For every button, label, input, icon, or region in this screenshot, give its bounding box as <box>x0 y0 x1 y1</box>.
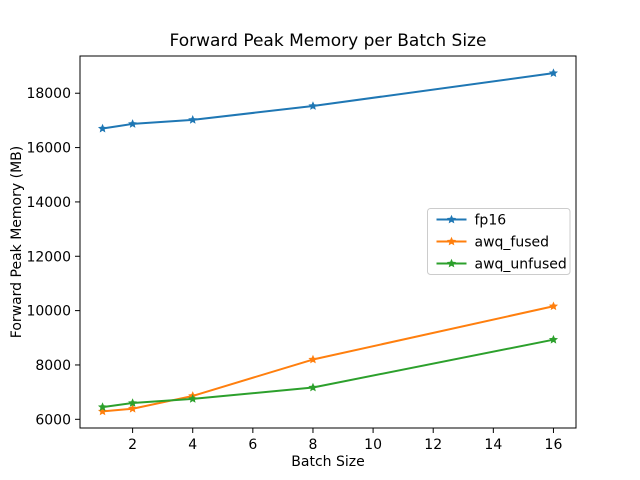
star-marker <box>548 334 559 344</box>
x-tick-label: 14 <box>484 437 502 453</box>
x-axis-label: Batch Size <box>291 454 365 470</box>
legend-entry-fp16: fp16 <box>436 213 507 229</box>
star-marker <box>188 115 198 124</box>
star-marker <box>548 301 559 311</box>
star-marker <box>128 119 138 128</box>
star-marker <box>446 214 457 224</box>
x-tick-label: 16 <box>545 437 563 453</box>
star-marker <box>446 236 457 246</box>
chart-title: Forward Peak Memory per Batch Size <box>169 31 487 51</box>
y-axis: 6000 8000 10000 12000 14000 16000 18000 <box>26 86 80 428</box>
star-marker <box>128 403 138 413</box>
y-tick-label: 6000 <box>35 412 71 428</box>
series-fp16 <box>97 68 559 133</box>
star-marker <box>308 101 318 110</box>
legend-label: fp16 <box>475 213 507 229</box>
series-awq_unfused <box>97 334 559 411</box>
x-tick-label: 4 <box>188 437 197 453</box>
x-tick-label: 2 <box>128 437 137 453</box>
y-tick-label: 10000 <box>26 304 71 320</box>
x-tick-label: 6 <box>248 437 257 453</box>
star-marker <box>446 258 457 268</box>
star-marker <box>188 394 198 403</box>
y-tick-label: 8000 <box>35 358 71 374</box>
y-tick-label: 12000 <box>26 249 71 265</box>
legend: fp16 awq_fused awq_unfused <box>427 208 571 275</box>
legend-label: awq_unfused <box>475 257 567 273</box>
star-marker <box>97 402 108 411</box>
legend-entry-awq_unfused: awq_unfused <box>436 257 567 273</box>
legend-entry-awq_fused: awq_fused <box>436 235 550 251</box>
star-marker <box>308 382 318 392</box>
star-marker <box>97 123 108 133</box>
star-marker <box>308 354 318 364</box>
y-tick-label: 18000 <box>26 86 71 102</box>
legend-frame <box>427 208 571 275</box>
y-axis-label: Forward Peak Memory (MB) <box>9 145 25 339</box>
star-marker <box>548 68 559 77</box>
x-tick-label: 10 <box>364 437 382 453</box>
y-tick-label: 14000 <box>26 195 71 211</box>
star-marker <box>97 406 108 416</box>
x-tick-label: 8 <box>309 437 318 453</box>
y-tick-label: 16000 <box>26 141 71 157</box>
legend-label: awq_fused <box>475 235 550 251</box>
x-tick-label: 12 <box>424 437 442 453</box>
x-axis: 2 4 6 8 10 12 14 16 <box>128 428 562 453</box>
star-marker <box>128 398 138 407</box>
